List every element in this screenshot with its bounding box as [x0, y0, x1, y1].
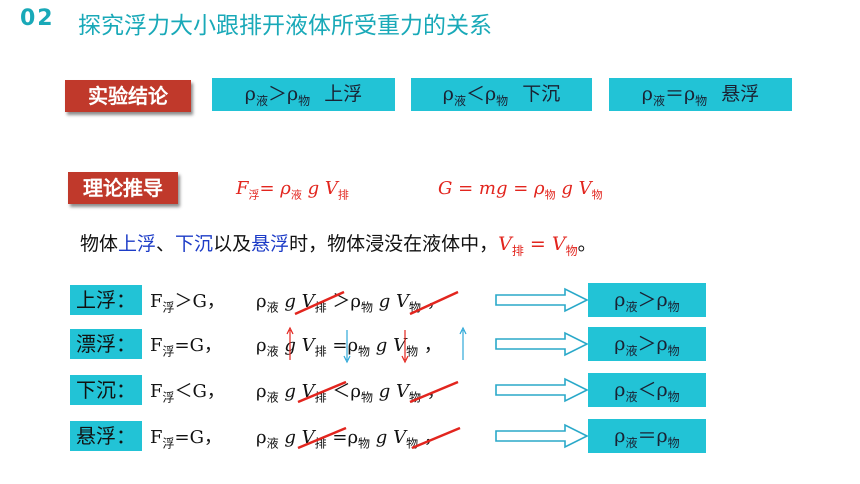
row-label: 漂浮：: [70, 329, 142, 359]
strike-line: [409, 380, 459, 404]
strike-line: [297, 380, 347, 404]
strike-line: [411, 426, 461, 450]
strike-line: [409, 290, 459, 316]
gravity-formula: G = mg = ρ物 g V物: [438, 178, 603, 202]
derivation-tag: 理论推导: [68, 172, 178, 204]
right-arrow-icon: [495, 287, 589, 313]
row-label: 下沉：: [70, 375, 142, 405]
conclusion-tag: 实验结论: [65, 80, 191, 112]
conclusion-box-float: ρ液＞ρ物 上浮: [212, 78, 395, 111]
section-number: 02: [20, 6, 55, 31]
strike-line: [297, 426, 347, 450]
conclusion-box-sink: ρ液＜ρ物 下沉: [411, 78, 592, 111]
row-result-box: ρ液＞ρ物: [588, 327, 706, 361]
row-force-relation: F浮=G，: [150, 335, 222, 359]
conclusion-box-suspend: ρ液＝ρ物 悬浮: [609, 78, 792, 111]
statement-text: 物体上浮、下沉以及悬浮时，物体浸没在液体中，V排 = V物。: [80, 233, 597, 258]
row-force-relation: F浮＜G，: [150, 381, 225, 405]
buoyancy-formula: F浮= ρ液 g V排: [236, 178, 349, 202]
right-arrow-icon: [495, 331, 589, 357]
right-arrow-icon: [495, 423, 589, 449]
row-force-relation: F浮＞G，: [150, 291, 225, 315]
right-arrow-icon: [495, 377, 589, 403]
page-title: 探究浮力大小跟排开液体所受重力的关系: [78, 13, 492, 39]
row-label: 悬浮：: [70, 421, 142, 451]
row-force-relation: F浮=G，: [150, 427, 222, 451]
row-result-box: ρ液＞ρ物: [588, 283, 706, 317]
strike-line: [294, 290, 345, 316]
row-label: 上浮：: [70, 285, 142, 315]
row-result-box: ρ液＜ρ物: [588, 373, 706, 407]
row-result-box: ρ液＝ρ物: [588, 419, 706, 453]
